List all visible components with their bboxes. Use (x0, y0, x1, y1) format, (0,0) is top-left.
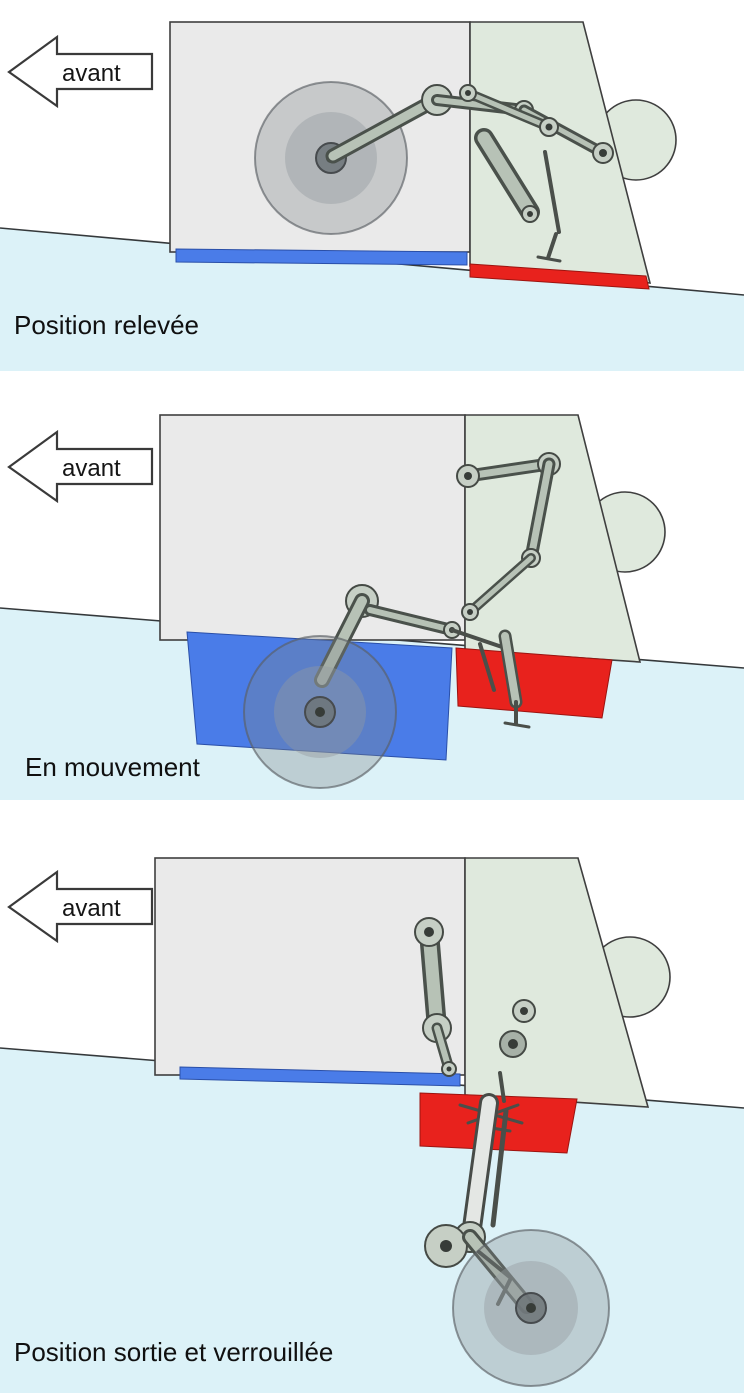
arrow-label: avant (62, 895, 121, 922)
main-wheel (452, 1229, 610, 1387)
main-strut (461, 1093, 499, 1245)
arrow-label: avant (62, 455, 121, 482)
linkage-arm (463, 88, 554, 132)
linkage-arm (364, 604, 458, 636)
left-arrow-icon (7, 869, 154, 944)
fuselage-section (169, 21, 471, 253)
caption-extended: Position sortie et verrouillée (14, 1337, 333, 1367)
water-region (0, 228, 744, 371)
red-door-open (419, 1092, 578, 1154)
swing-arm (325, 95, 438, 164)
caption-retracted: Position relevée (14, 310, 199, 340)
fuselage-section (154, 857, 466, 1076)
gear-mechanism (243, 452, 561, 789)
actuator (498, 629, 523, 709)
gear-mechanism (254, 81, 614, 263)
panel-extended: avant Position sortie et verrouillée (0, 857, 744, 1393)
red-door-opening (455, 647, 613, 719)
direction-arrow: avant (7, 869, 154, 944)
blue-door-opening (186, 631, 453, 761)
gear-bay (469, 21, 652, 284)
panel-retracted: avant Position relevée (0, 21, 744, 371)
direction-arrow: avant (7, 34, 154, 109)
gear-bay (464, 414, 642, 663)
fuselage-section (159, 414, 466, 641)
red-door-closed (469, 263, 650, 290)
actuator (474, 128, 540, 222)
linkage-arm (524, 457, 556, 565)
lock-link (419, 922, 447, 1038)
swing-arm (314, 593, 370, 688)
main-wheel (243, 635, 397, 789)
linkage-arm (461, 457, 556, 483)
left-arrow-icon (7, 34, 154, 109)
direction-arrow: avant (7, 429, 154, 504)
linkage-arm (465, 553, 536, 617)
blue-door-closed (179, 1066, 461, 1087)
left-arrow-icon (7, 429, 154, 504)
blue-door-closed (175, 248, 468, 266)
panel-in-motion: avant En mouvement (0, 414, 744, 800)
caption-in-motion: En mouvement (25, 752, 201, 782)
gear-mechanism (414, 917, 610, 1387)
arrow-label: avant (62, 60, 121, 87)
